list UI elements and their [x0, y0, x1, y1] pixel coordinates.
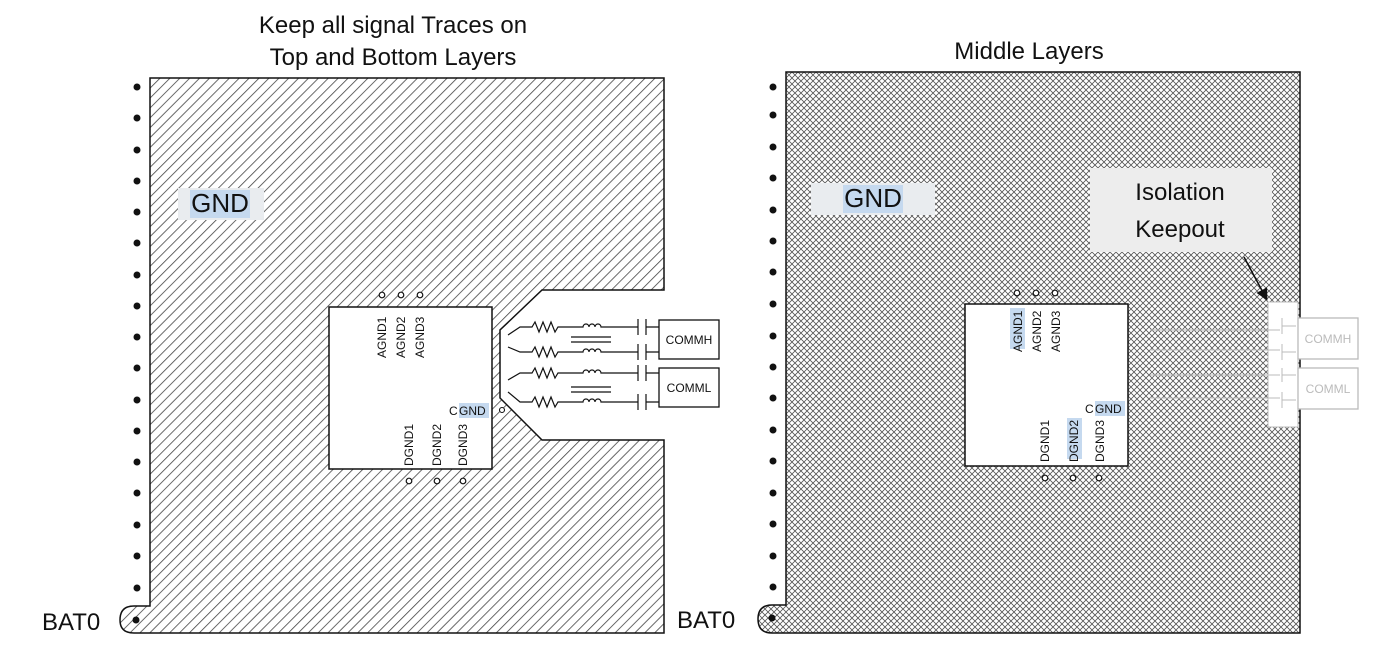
left-pin-dgnd1: DGND1	[402, 424, 416, 466]
right-comml-label: COMML	[1306, 382, 1351, 396]
left-pin-agnd2: AGND2	[394, 316, 408, 358]
right-commh-connector	[1297, 317, 1359, 360]
right-isolation-keepout-area	[1267, 301, 1299, 428]
right-keepout-callout: Isolation Keepout	[1090, 168, 1272, 301]
left-title-line1: Keep all signal Traces on	[259, 12, 527, 39]
svg-text:GND: GND	[459, 404, 486, 418]
right-faded-filter-network	[1150, 318, 1296, 408]
keepout-arrow	[1243, 256, 1268, 301]
right-pin-agnd1: AGND1	[1011, 310, 1025, 352]
right-dgnd2-highlight	[1067, 418, 1082, 459]
left-bat0-via	[132, 616, 140, 624]
keepout-line2: Keepout	[1135, 216, 1225, 243]
left-title-line2: Top and Bottom Layers	[270, 44, 517, 71]
left-bat0-label: BAT0	[42, 609, 100, 636]
left-stitching-vias	[133, 83, 141, 592]
svg-text:GND: GND	[844, 183, 902, 213]
left-commh-connector	[658, 319, 720, 360]
right-gnd-label: GND	[811, 183, 935, 215]
right-pin-dgnd3: DGND3	[1093, 420, 1107, 462]
keepout-line1: Isolation	[1135, 179, 1224, 206]
right-bat0-via	[768, 614, 776, 622]
left-comml-label: COMML	[667, 381, 712, 395]
right-chip-top-vias	[1013, 289, 1059, 297]
right-pin-dgnd1: DGND1	[1038, 420, 1052, 462]
right-stitching-vias	[769, 83, 777, 591]
right-comml-connector	[1297, 367, 1359, 410]
left-chip-top-vias	[378, 291, 424, 299]
left-cgnd-pin: C GND	[449, 403, 506, 418]
right-title: Middle Layers	[954, 38, 1103, 65]
left-chip-bottom-vias	[405, 477, 467, 485]
svg-text:GND: GND	[1095, 402, 1122, 416]
left-commh-label: COMMH	[666, 333, 713, 347]
right-bat0-label: BAT0	[677, 607, 735, 634]
right-agnd1-highlight	[1010, 308, 1025, 349]
right-chip	[964, 303, 1129, 467]
left-pin-dgnd2: DGND2	[430, 424, 444, 466]
svg-text:C: C	[1085, 402, 1094, 416]
left-pin-dgnd3: DGND3	[456, 424, 470, 466]
right-chip-bottom-vias	[1041, 474, 1103, 482]
svg-text:GND: GND	[191, 188, 249, 218]
left-pin-agnd3: AGND3	[413, 316, 427, 358]
right-pin-dgnd2: DGND2	[1067, 420, 1081, 462]
right-pin-agnd3: AGND3	[1049, 310, 1063, 352]
svg-text:C: C	[449, 404, 458, 418]
left-chip	[328, 306, 493, 470]
left-gnd-label: GND	[178, 188, 264, 220]
right-commh-label: COMMH	[1305, 332, 1352, 346]
left-comm-filter-network	[507, 319, 659, 410]
right-panel: Middle Layers GND Isolation Keepout BAT0	[677, 38, 1359, 634]
right-cgnd-pin: C GND	[1085, 401, 1125, 416]
left-comml-connector	[658, 367, 720, 408]
left-pin-agnd1: AGND1	[375, 316, 389, 358]
right-pin-agnd2: AGND2	[1030, 310, 1044, 352]
left-panel: Keep all signal Traces on Top and Bottom…	[42, 12, 720, 636]
